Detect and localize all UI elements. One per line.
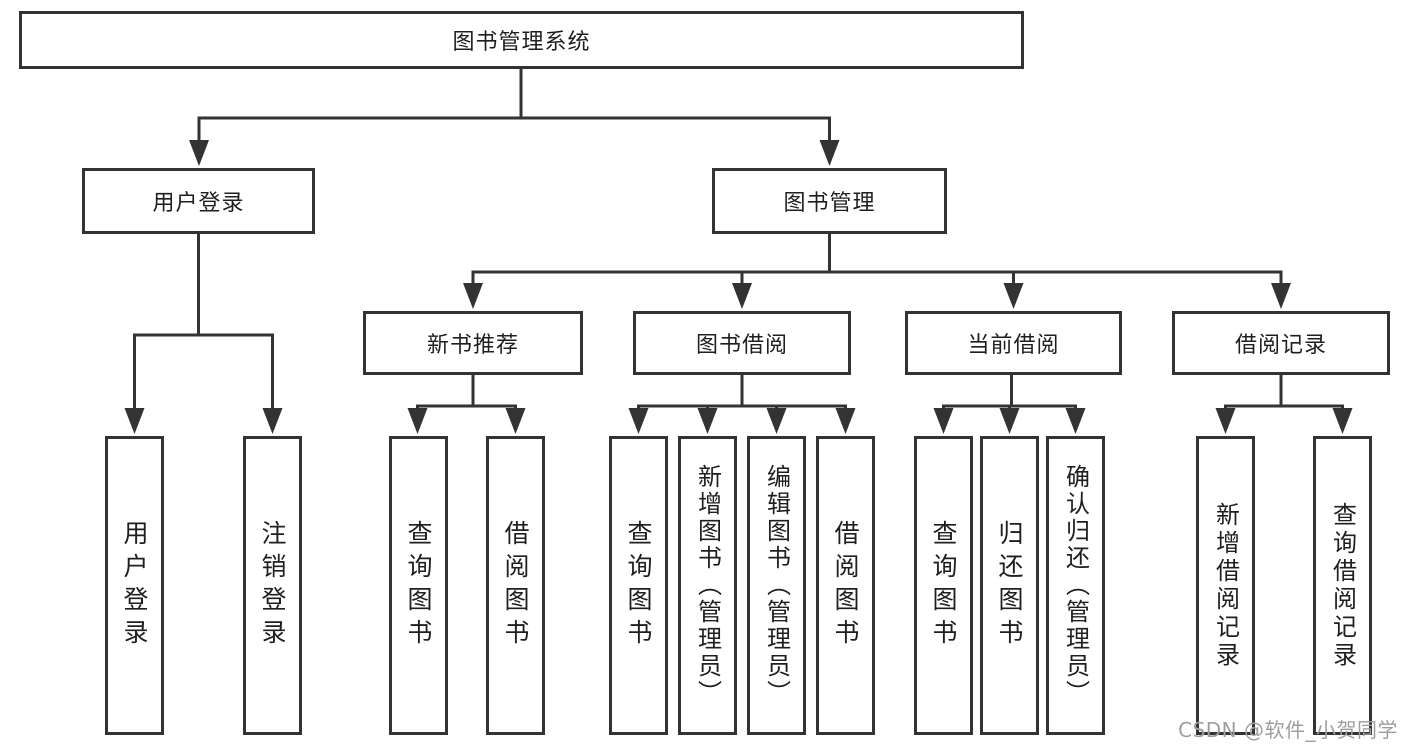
node-label: 图书借阅: [695, 333, 788, 358]
node-label: 图书管理系统: [452, 30, 591, 55]
leaf-label: 新增图书（管理员）: [693, 464, 722, 707]
leaf-label: 借阅图书: [501, 519, 530, 652]
node-label: 用户登录: [152, 191, 245, 216]
leaf-user-login: 用户登录: [105, 436, 164, 735]
leaf-label: 查询图书: [404, 519, 433, 652]
leaf-label: 确认归还（管理员）: [1061, 464, 1090, 707]
leaf-borrow-books-1: 借阅图书: [486, 436, 545, 735]
leaf-confirm-return-admin: 确认归还（管理员）: [1046, 436, 1105, 735]
leaf-query-books-1: 查询图书: [389, 436, 448, 735]
leaf-label: 编辑图书（管理员）: [762, 464, 791, 707]
leaf-label: 查询借阅记录: [1328, 501, 1357, 670]
leaf-return-books: 归还图书: [980, 436, 1039, 735]
leaf-label: 新增借阅记录: [1211, 501, 1240, 670]
leaf-label: 借阅图书: [831, 519, 860, 652]
node-user-login: 用户登录: [82, 168, 315, 234]
node-label: 借阅记录: [1234, 333, 1327, 358]
leaf-label: 查询图书: [929, 519, 958, 652]
leaf-edit-books-admin: 编辑图书（管理员）: [747, 436, 806, 735]
leaf-logout: 注销登录: [243, 436, 302, 735]
leaf-query-borrow-record: 查询借阅记录: [1313, 436, 1372, 735]
node-label: 当前借阅: [967, 333, 1060, 358]
leaf-query-books-3: 查询图书: [914, 436, 973, 735]
node-book-borrow: 图书借阅: [633, 311, 851, 375]
leaf-label: 用户登录: [120, 519, 149, 652]
leaf-label: 归还图书: [995, 519, 1024, 652]
node-borrow-records: 借阅记录: [1172, 311, 1390, 375]
leaf-add-borrow-record: 新增借阅记录: [1196, 436, 1255, 735]
watermark: CSDN @软件_小贺同学: [1178, 718, 1398, 742]
node-label: 新书推荐: [426, 333, 519, 358]
node-current-borrow: 当前借阅: [905, 311, 1122, 375]
leaf-query-books-2: 查询图书: [609, 436, 668, 735]
leaf-label: 查询图书: [624, 519, 653, 652]
node-label: 图书管理: [783, 191, 876, 216]
leaf-borrow-books-2: 借阅图书: [816, 436, 875, 735]
leaf-add-books-admin: 新增图书（管理员）: [678, 436, 737, 735]
node-library-system: 图书管理系统: [19, 11, 1024, 69]
leaf-label: 注销登录: [258, 519, 287, 652]
node-new-books: 新书推荐: [363, 311, 583, 375]
node-book-management: 图书管理: [712, 168, 947, 234]
